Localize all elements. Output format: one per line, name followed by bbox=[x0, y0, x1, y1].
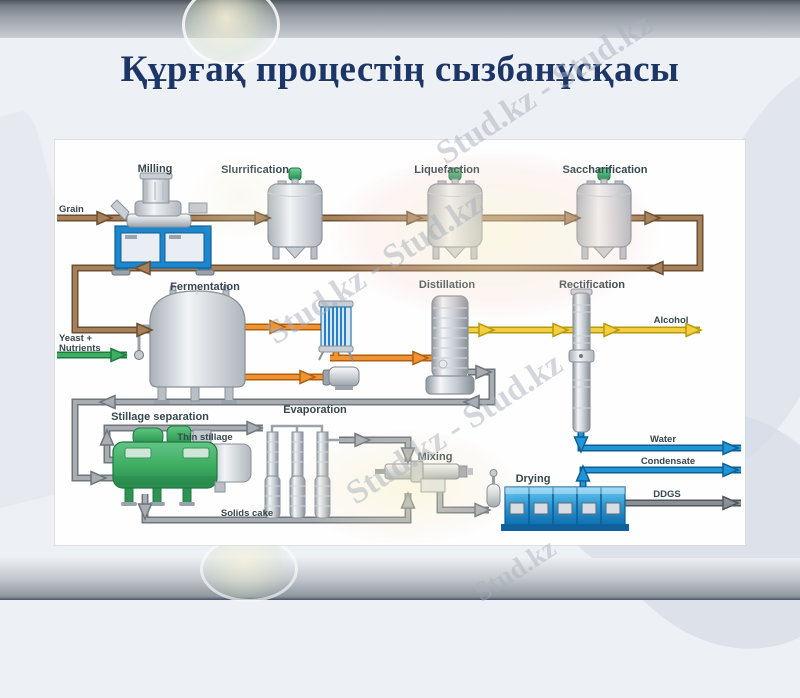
flow-arrow bbox=[575, 464, 591, 482]
equipment bbox=[110, 167, 632, 531]
flow-arrow bbox=[573, 436, 589, 454]
flow-arrow bbox=[96, 210, 114, 226]
label-saccharification: Saccharification bbox=[563, 164, 648, 176]
heat-exchanger bbox=[318, 300, 354, 361]
label-drying: Drying bbox=[516, 473, 551, 485]
flow-arrow bbox=[136, 322, 154, 338]
label-rectification: Rectification bbox=[559, 279, 625, 291]
flow-arrow bbox=[722, 462, 740, 478]
label-alcohol: Alcohol bbox=[654, 315, 689, 326]
pipe-mixing-to-dryer bbox=[438, 490, 489, 512]
flow-arrow bbox=[137, 503, 153, 521]
process-flow-diagram: Milling Slurrification Liquefaction Sacc… bbox=[57, 163, 741, 531]
flow-arrows bbox=[90, 210, 740, 521]
label-slurrification: Slurrification bbox=[221, 164, 289, 176]
label-distillation: Distillation bbox=[419, 279, 476, 291]
pipe-edge bbox=[579, 466, 741, 489]
slide-top-bar bbox=[0, 0, 800, 38]
saccharification-tank bbox=[576, 167, 632, 260]
flow-arrow bbox=[603, 322, 621, 338]
label-evaporation: Evaporation bbox=[283, 404, 347, 416]
flow-arrow bbox=[478, 322, 496, 338]
diagram-panel: Milling Slurrification Liquefaction Sacc… bbox=[55, 140, 745, 545]
label-stillage-separation: Stillage separation bbox=[111, 411, 209, 423]
flow-arrow bbox=[644, 210, 662, 226]
flow-arrow bbox=[133, 260, 151, 276]
label-nutrients: Nutrients bbox=[59, 343, 101, 354]
flow-arrow bbox=[685, 322, 703, 338]
label-ddgs: DDGS bbox=[653, 489, 680, 500]
flow-arrow bbox=[646, 260, 664, 276]
label-condensate: Condensate bbox=[641, 456, 695, 467]
labels: Milling Slurrification Liquefaction Sacc… bbox=[59, 163, 695, 519]
flow-arrow bbox=[474, 502, 492, 518]
label-milling: Milling bbox=[138, 163, 173, 175]
flow-arrow bbox=[254, 210, 272, 226]
flow-arrow bbox=[406, 210, 424, 226]
label-thin-stillage: Thin stillage bbox=[177, 432, 232, 443]
label-grain: Grain bbox=[59, 204, 84, 215]
label-water: Water bbox=[650, 434, 676, 445]
flow-arrow bbox=[400, 447, 416, 465]
liquefaction-tank bbox=[427, 167, 483, 260]
flow-arrow bbox=[246, 420, 264, 436]
milling-unit bbox=[110, 172, 215, 276]
rectification-column bbox=[568, 288, 595, 433]
label-solids-cake: Solids cake bbox=[221, 508, 273, 519]
flow-arrow bbox=[722, 440, 740, 456]
label-liquefaction: Liquefaction bbox=[414, 164, 480, 176]
pipe-edge bbox=[339, 436, 412, 462]
flow-arrow bbox=[299, 369, 317, 385]
flow-arrow bbox=[552, 322, 570, 338]
flow-arrow bbox=[269, 319, 287, 335]
evaporator-train bbox=[264, 424, 339, 519]
slide-title: Құрғақ процестің сызбанұсқасы bbox=[120, 49, 680, 90]
flow-arrow bbox=[99, 428, 115, 446]
label-yeast: Yeast + bbox=[59, 333, 92, 344]
distillation-column bbox=[425, 295, 475, 395]
flow-arrow bbox=[564, 210, 582, 226]
flow-arrow bbox=[90, 470, 108, 486]
slide-bottom-bar bbox=[0, 558, 800, 600]
flow-arrow bbox=[412, 350, 430, 366]
flow-arrow bbox=[462, 394, 480, 410]
label-fermentation: Fermentation bbox=[170, 281, 240, 293]
pump bbox=[322, 366, 360, 390]
flow-arrow bbox=[400, 491, 416, 509]
flow-arrow bbox=[98, 394, 116, 410]
flow-arrow bbox=[722, 495, 740, 511]
stillage-separator bbox=[112, 425, 252, 506]
flow-arrow bbox=[354, 432, 372, 448]
flow-arrow bbox=[475, 364, 493, 380]
slurrification-tank bbox=[267, 167, 323, 260]
flow-arrow bbox=[110, 347, 128, 363]
dryer-unit bbox=[486, 469, 629, 531]
fermentation-tank bbox=[134, 284, 246, 404]
mixing-conveyor bbox=[375, 460, 473, 493]
label-mixing: Mixing bbox=[418, 451, 453, 463]
